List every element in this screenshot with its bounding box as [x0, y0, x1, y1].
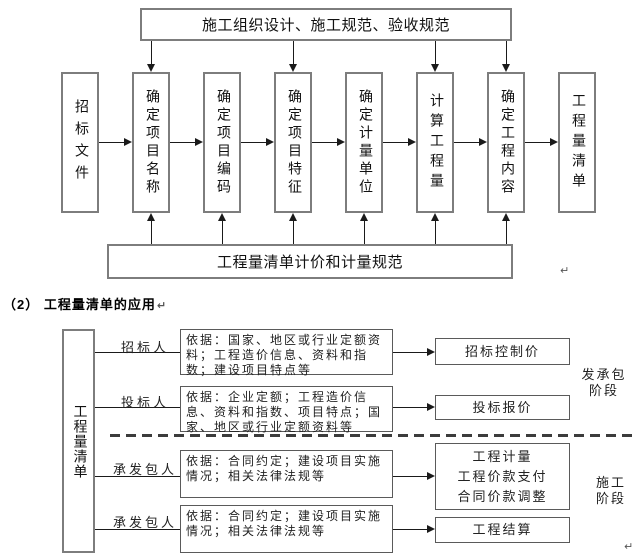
- arrow-right-step-2-head: [266, 138, 274, 146]
- arrow-up-to-step-3: [293, 220, 294, 244]
- arrow-right-row-1: [393, 407, 428, 408]
- flow-step-box-6: 确定工程内容: [487, 72, 525, 213]
- basis-box-row-3: 依据：合同约定；建设项目实施情况；相关法律法规等: [180, 505, 393, 553]
- arrow-right-step-0-head: [124, 138, 132, 146]
- arrow-right-row-0-head: [427, 348, 435, 356]
- arrow-right-row-2-head: [427, 472, 435, 480]
- flow-step-box-2: 确定项目编码: [203, 72, 241, 213]
- arrow-right-step-3-head: [337, 138, 345, 146]
- paragraph-mark: ↵: [624, 540, 634, 553]
- connector-line-row-3: [95, 529, 180, 530]
- arrow-up-to-step-4: [364, 220, 365, 244]
- arrow-up-to-step-2: [222, 220, 223, 244]
- arrow-up-to-step-6-head: [502, 213, 510, 221]
- basis-box-row-0: 依据：国家、地区或行业定额资料；工程造价信息、资料和指数；建设项目特点等: [180, 329, 393, 377]
- arrow-right-row-3-head: [427, 525, 435, 533]
- stage-label-construction: 施工 阶段: [595, 475, 626, 506]
- paragraph-mark: ↵: [560, 264, 570, 277]
- arrow-up-to-step-1-head: [147, 213, 155, 221]
- result-box-row-2: 工程计量 工程价款支付 合同价款调整: [435, 443, 570, 510]
- flow-step-box-0: 招标文件: [61, 72, 99, 213]
- arrow-right-step-0: [99, 142, 125, 143]
- pricing-spec-box: 工程量清单计价和计量规范: [107, 244, 513, 279]
- flow-step-box-3: 确定项目特征: [274, 72, 312, 213]
- arrow-right-step-5: [454, 142, 480, 143]
- arrow-right-step-6-head: [550, 138, 558, 146]
- arrow-right-row-1-head: [427, 403, 435, 411]
- section-heading-label: （2） 工程量清单的应用: [3, 297, 156, 312]
- stage-label-contracting: 发承包 阶段: [581, 367, 627, 398]
- flow-step-box-7: 工程量清单: [558, 72, 596, 213]
- section-heading: （2） 工程量清单的应用↵: [3, 294, 167, 313]
- arrow-up-to-step-1: [151, 220, 152, 244]
- arrow-down-to-step-5-head: [431, 64, 439, 72]
- actor-label-row-1: 投标人: [120, 395, 169, 410]
- spec-source-box: 施工组织设计、施工规范、验收规范: [140, 8, 512, 41]
- arrow-right-step-2: [241, 142, 267, 143]
- quantity-list-box: 工程量清单: [62, 329, 95, 553]
- arrow-right-step-5-head: [479, 138, 487, 146]
- stage-divider-dashed-line: [110, 434, 632, 437]
- arrow-up-to-step-5: [435, 220, 436, 244]
- connector-line-row-0: [95, 352, 180, 353]
- basis-box-row-2: 依据：合同约定；建设项目实施情况；相关法律法规等: [180, 450, 393, 498]
- arrow-down-to-step-6-head: [502, 64, 510, 72]
- arrow-up-to-step-2-head: [218, 213, 226, 221]
- arrow-right-step-4: [383, 142, 409, 143]
- connector-line-row-2: [95, 476, 180, 477]
- actor-label-row-0: 招标人: [120, 340, 169, 355]
- actor-label-row-3: 承发包人: [112, 515, 177, 530]
- arrow-up-to-step-4-head: [360, 213, 368, 221]
- arrow-down-to-step-3: [293, 41, 294, 65]
- arrow-right-row-0: [393, 352, 428, 353]
- arrow-right-row-3: [393, 529, 428, 530]
- result-box-row-0: 招标控制价: [435, 338, 570, 365]
- arrow-up-to-step-6: [506, 220, 507, 244]
- arrow-down-to-step-3-head: [289, 64, 297, 72]
- arrow-right-step-6: [525, 142, 551, 143]
- arrow-down-to-step-1-head: [147, 64, 155, 72]
- basis-box-row-1: 依据：企业定额；工程造价信息、资料和指数、项目特点；国家、地区或行业定额资料等: [180, 386, 393, 434]
- arrow-down-to-step-6: [506, 41, 507, 65]
- result-box-row-3: 工程结算: [435, 517, 570, 543]
- flow-step-box-1: 确定项目名称: [132, 72, 170, 213]
- arrow-right-step-1: [170, 142, 196, 143]
- arrow-right-step-3: [312, 142, 338, 143]
- arrow-right-step-4-head: [408, 138, 416, 146]
- paragraph-mark: ↵: [156, 299, 168, 312]
- arrow-right-row-2: [393, 476, 428, 477]
- arrow-down-to-step-1: [151, 41, 152, 65]
- flow-step-box-5: 计算工程量: [416, 72, 454, 213]
- connector-line-row-1: [95, 407, 180, 408]
- arrow-up-to-step-5-head: [431, 213, 439, 221]
- result-box-row-1: 投标报价: [435, 395, 570, 420]
- flow-step-box-4: 确定计量单位: [345, 72, 383, 213]
- arrow-down-to-step-5: [435, 41, 436, 65]
- arrow-right-step-1-head: [195, 138, 203, 146]
- arrow-up-to-step-3-head: [289, 213, 297, 221]
- actor-label-row-2: 承发包人: [112, 462, 177, 477]
